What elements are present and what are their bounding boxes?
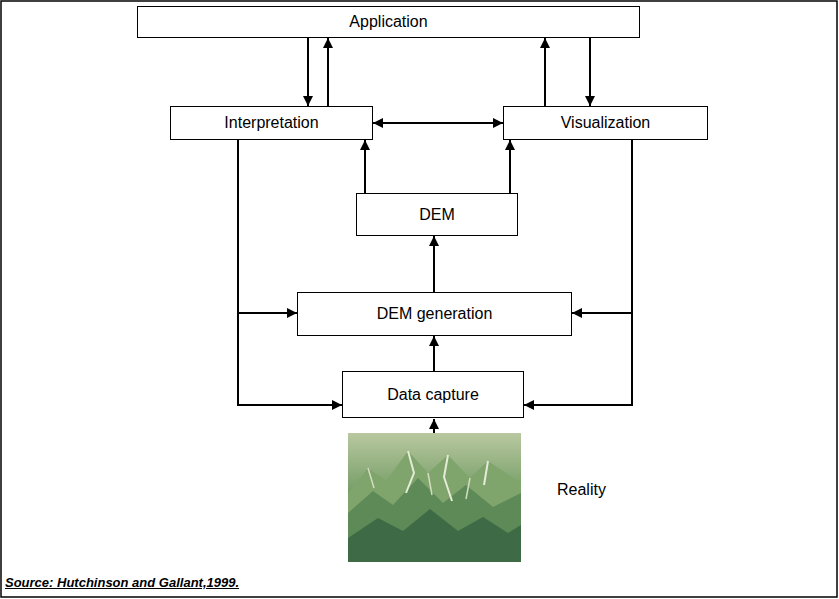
reality-arrow [433, 419, 435, 433]
process-box: Data capture [342, 371, 524, 418]
flow-arrow [524, 140, 632, 405]
box-label: Application [349, 13, 427, 31]
flow-arrow [509, 140, 511, 193]
flow-arrow [364, 140, 366, 193]
flow-arrow [544, 38, 546, 106]
flow-arrow [307, 38, 309, 106]
box-label: Data capture [387, 386, 479, 404]
flow-arrow [238, 140, 297, 313]
reality-label: Reality [557, 481, 606, 499]
flow-arrow [433, 336, 435, 371]
box-label: Interpretation [224, 114, 318, 132]
box-label: DEM generation [377, 305, 493, 323]
box-label: Visualization [561, 114, 651, 132]
terrain-illustration [348, 433, 521, 562]
flow-arrow [433, 236, 435, 292]
flow-arrow [373, 122, 503, 124]
process-box: DEM [356, 193, 518, 236]
flow-arrow [327, 38, 329, 106]
process-box: Interpretation [170, 106, 373, 140]
flow-arrow [572, 140, 632, 313]
source-note: Source: Hutchinson and Gallant,1999. [5, 576, 239, 590]
box-label: DEM [419, 206, 455, 224]
flow-arrow [589, 38, 591, 106]
process-box: Application [137, 6, 640, 38]
process-box: DEM generation [297, 292, 572, 336]
process-box: Visualization [503, 106, 708, 140]
flow-arrow [238, 140, 342, 405]
